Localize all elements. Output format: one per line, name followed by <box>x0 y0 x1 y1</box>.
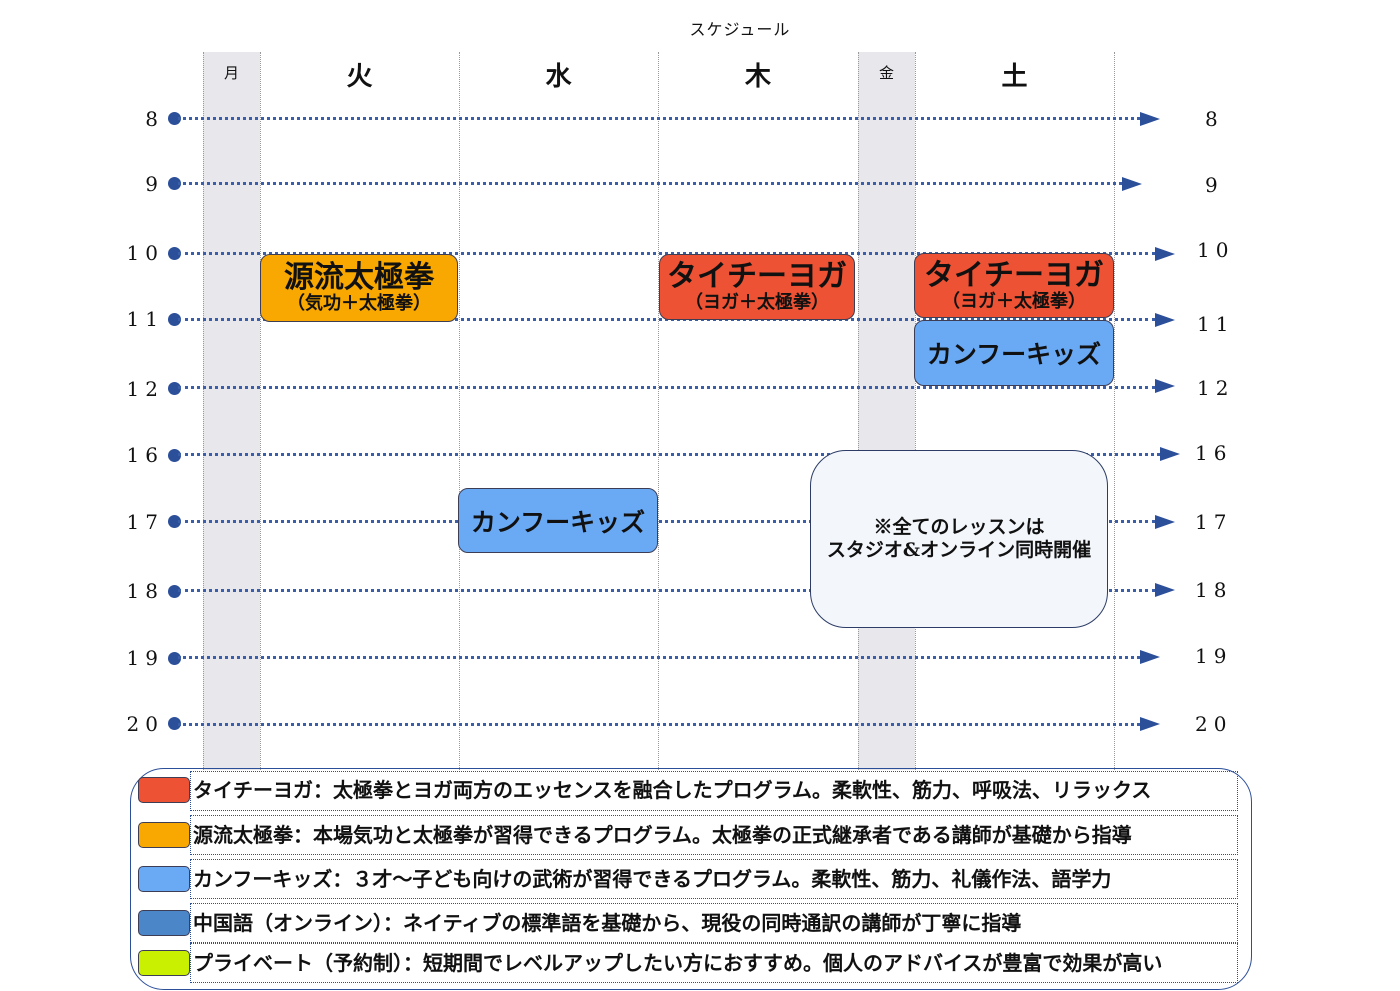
time-dot <box>168 112 181 125</box>
arrow-head-icon <box>1140 717 1160 731</box>
time-label-left: 19 <box>126 646 164 670</box>
friday-column-shade <box>858 52 915 770</box>
day-header-sat: 土 <box>1001 62 1028 92</box>
legend-row-frame <box>190 859 1238 899</box>
time-line <box>178 252 1155 255</box>
legend-text: 中国語（オンライン）：ネイティブの標準語を基礎から、現役の同時通訳の講師が丁寧に… <box>193 911 1022 935</box>
time-line <box>178 117 1140 120</box>
legend-swatch <box>138 910 190 936</box>
column-divider <box>203 52 204 770</box>
time-line <box>178 589 1155 592</box>
time-dot <box>168 382 181 395</box>
time-line <box>178 386 1155 389</box>
arrow-head-icon <box>1155 313 1175 327</box>
legend-swatch <box>138 950 190 976</box>
arrow-head-icon <box>1155 379 1175 393</box>
time-line <box>178 453 1160 456</box>
time-dot <box>168 652 181 665</box>
class-block-genryu-tue[interactable]: 源流太極拳 （気功＋太極拳） <box>260 254 458 322</box>
column-divider <box>858 52 859 770</box>
time-dot <box>168 313 181 326</box>
time-label-right: 12 <box>1197 376 1235 400</box>
class-subtitle: （気功＋太極拳） <box>287 293 431 314</box>
class-block-kungfu-wed[interactable]: カンフーキッズ <box>458 488 658 553</box>
time-label-right: 20 <box>1195 712 1233 736</box>
time-label-left: 9 <box>145 172 164 196</box>
time-label-right: 9 <box>1205 173 1224 197</box>
class-block-taichi-thu[interactable]: タイチーヨガ （ヨガ＋太極拳） <box>659 254 855 320</box>
class-block-kungfu-sat[interactable]: カンフーキッズ <box>914 320 1114 386</box>
time-label-left: 12 <box>126 377 164 401</box>
class-title: カンフーキッズ <box>926 340 1102 369</box>
class-title: カンフーキッズ <box>470 507 646 537</box>
arrow-head-icon <box>1155 247 1175 261</box>
day-header-thu: 木 <box>744 62 771 92</box>
time-label-left: 20 <box>126 712 164 736</box>
time-label-left: 16 <box>126 443 164 467</box>
legend-text: 源流太極拳：本場気功と太極拳が習得できるプログラム。太極拳の正式継承者である講師… <box>193 823 1132 847</box>
class-block-taichi-sat[interactable]: タイチーヨガ （ヨガ＋太極拳） <box>914 253 1114 318</box>
note-line: スタジオ&オンライン同時開催 <box>826 539 1092 561</box>
time-dot <box>168 247 181 260</box>
time-label-right: 19 <box>1195 644 1233 668</box>
time-line <box>178 723 1140 726</box>
arrow-head-icon <box>1122 177 1142 191</box>
time-label-right: 10 <box>1197 238 1235 262</box>
column-divider <box>1114 52 1115 770</box>
class-title: タイチーヨガ <box>924 257 1104 293</box>
time-line <box>178 520 1155 523</box>
time-line <box>178 656 1140 659</box>
legend-text: プライベート（予約制）：短期間でレベルアップしたい方におすすめ。個人のアドバイス… <box>193 951 1163 975</box>
time-label-left: 8 <box>145 107 164 131</box>
legend-row-frame <box>190 903 1238 943</box>
column-divider <box>915 52 916 770</box>
column-divider <box>658 52 659 770</box>
time-label-right: 16 <box>1195 441 1233 465</box>
arrow-head-icon <box>1155 515 1175 529</box>
day-header-fri: 金 <box>878 64 894 82</box>
time-label-left: 10 <box>126 241 164 265</box>
time-dot <box>168 515 181 528</box>
time-label-left: 18 <box>126 579 164 603</box>
column-divider <box>459 52 460 770</box>
time-label-right: 18 <box>1195 578 1233 602</box>
schedule-title: スケジュール <box>689 20 791 39</box>
arrow-head-icon <box>1155 583 1175 597</box>
legend-text: タイチーヨガ：太極拳とヨガ両方のエッセンスを融合したプログラム。柔軟性、筋力、呼… <box>193 778 1152 802</box>
time-label-left: 17 <box>126 510 164 534</box>
note-bubble: ※全てのレッスンは スタジオ&オンライン同時開催 <box>810 450 1108 628</box>
day-header-wed: 水 <box>545 62 572 92</box>
arrow-head-icon <box>1160 447 1180 461</box>
column-divider <box>260 52 261 770</box>
class-title: 源流太極拳 <box>284 260 434 295</box>
arrow-head-icon <box>1140 112 1160 126</box>
time-label-left: 11 <box>126 307 164 331</box>
class-subtitle: （ヨガ＋太極拳） <box>685 292 829 313</box>
note-line: ※全てのレッスンは <box>873 516 1045 538</box>
time-label-right: 8 <box>1205 107 1224 131</box>
legend-box <box>130 768 1252 990</box>
time-dot <box>168 177 181 190</box>
legend-swatch <box>138 777 190 803</box>
time-dot <box>168 717 181 730</box>
arrow-head-icon <box>1140 650 1160 664</box>
day-header-tue: 火 <box>346 62 373 92</box>
legend-row-frame <box>190 815 1238 855</box>
time-dot <box>168 585 181 598</box>
day-header-mon: 月 <box>223 64 239 82</box>
legend-swatch <box>138 822 190 848</box>
time-label-right: 17 <box>1195 510 1233 534</box>
time-label-right: 11 <box>1197 312 1235 336</box>
class-title: タイチーヨガ <box>667 259 847 294</box>
time-line <box>178 182 1122 185</box>
class-subtitle: （ヨガ＋太極拳） <box>942 290 1086 312</box>
legend-text: カンフーキッズ：３才〜子ども向けの武術が習得できるプログラム。柔軟性、筋力、礼儀… <box>193 867 1112 891</box>
legend-row-frame <box>190 771 1238 811</box>
legend-swatch <box>138 866 190 892</box>
legend-row-frame <box>190 943 1238 983</box>
time-dot <box>168 449 181 462</box>
monday-column-shade <box>203 52 260 770</box>
